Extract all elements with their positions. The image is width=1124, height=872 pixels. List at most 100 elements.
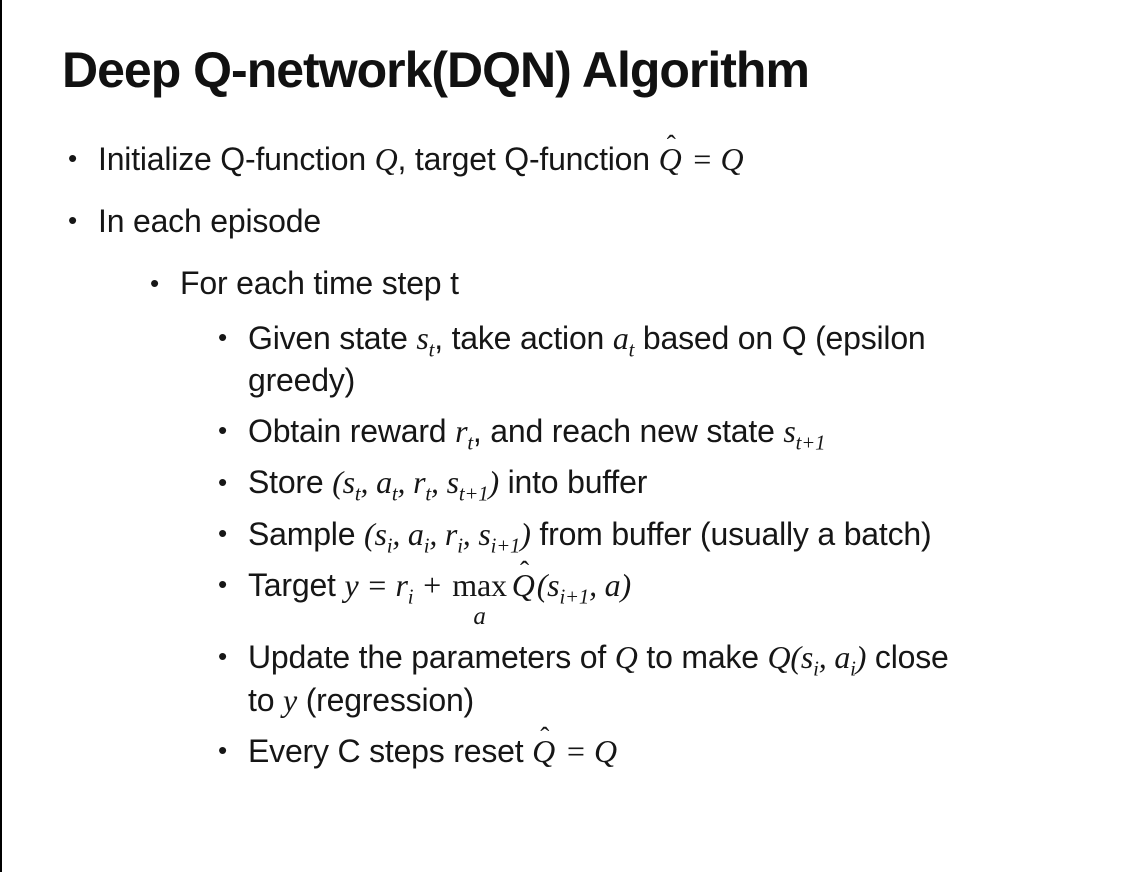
math-segment: , xyxy=(397,464,414,501)
math-segment: ) xyxy=(855,639,867,676)
math-subscript: t xyxy=(628,338,635,362)
math-subscript: i xyxy=(407,585,414,609)
hat-accent-icon: ˆ xyxy=(666,130,676,161)
math-segment: at xyxy=(612,319,635,362)
math-segment: , xyxy=(360,464,377,501)
bullet-icon: • xyxy=(218,321,227,352)
math-segment: = Q xyxy=(683,141,744,177)
text-segment: based on Q (epsilon xyxy=(634,319,926,356)
math-segment: , xyxy=(462,515,479,552)
text-segment: In each episode xyxy=(98,203,321,240)
text-segment: from buffer (usually a batch) xyxy=(530,515,932,552)
math-segment: ( xyxy=(364,515,375,552)
math-segment: , a) xyxy=(589,566,631,603)
page-edge-line xyxy=(0,0,2,872)
math-segment: ri xyxy=(395,566,414,609)
math-subscript: t+1 xyxy=(458,482,489,506)
list-item-text: Sample (si, ai, ri, si+1) from buffer (u… xyxy=(248,513,1100,558)
math-segment: + xyxy=(413,566,451,603)
hat-accent-icon: ˆ xyxy=(519,556,529,587)
math-subscript: i xyxy=(423,534,430,558)
bullet-list: •Initialize Q-function Q, target Q-funct… xyxy=(62,130,1100,772)
math-subscript: i xyxy=(850,657,856,681)
max-label: max xyxy=(452,566,507,603)
math-subscript: i xyxy=(457,534,463,558)
bullet-icon: • xyxy=(68,143,77,174)
text-segment: Sample xyxy=(248,515,364,552)
text-segment: Update the parameters of xyxy=(248,639,615,676)
math-subscript: t xyxy=(428,338,435,362)
text-segment: Store xyxy=(248,464,333,501)
math-segment: st+1 xyxy=(446,464,489,506)
text-segment: , take action xyxy=(434,319,613,356)
text-segment: , and reach new state xyxy=(472,413,784,450)
text-segment: close xyxy=(866,639,949,676)
math-subscript: t+1 xyxy=(795,431,826,455)
hat-accent-icon: ˆ xyxy=(540,722,550,752)
list-item: •Obtain reward rt, and reach new state s… xyxy=(218,410,1100,455)
math-segment: , xyxy=(429,515,445,552)
math-segment: at xyxy=(376,464,398,506)
text-segment: into buffer xyxy=(498,464,648,501)
math-segment: rt xyxy=(413,464,431,506)
list-item-text: Given state st, take action at based on … xyxy=(248,317,1100,401)
math-subscript: i+1 xyxy=(559,585,590,609)
math-segment: y xyxy=(282,681,297,718)
bullet-icon: • xyxy=(218,734,227,765)
math-segment: ri xyxy=(444,515,463,558)
text-segment: , target Q-function xyxy=(397,141,659,177)
math-subscript: i+1 xyxy=(490,534,521,558)
list-item-text: Update the parameters of Q to make Q(si,… xyxy=(248,636,1100,720)
math-segment: st xyxy=(342,464,361,506)
bullet-icon: • xyxy=(68,205,77,236)
text-segment: Given state xyxy=(248,319,417,356)
list-item-text: Store (st, at, rt, st+1) into buffer xyxy=(248,461,1100,506)
list-item-text: Initialize Q-function Q, target Q-functi… xyxy=(98,130,1100,180)
math-segment: , xyxy=(392,515,408,552)
text-segment: Obtain reward xyxy=(248,413,456,450)
math-segment: ) xyxy=(488,464,499,501)
bullet-icon: • xyxy=(218,641,227,672)
math-segment: ) xyxy=(520,515,531,552)
math-segment: ( xyxy=(332,464,343,501)
math-subscript: t xyxy=(391,482,398,506)
list-item: •Store (st, at, rt, st+1) into buffer xyxy=(218,461,1100,506)
math-segment: , xyxy=(430,464,447,501)
math-segment: st xyxy=(416,319,435,362)
list-item-text: For each time step t xyxy=(180,262,1100,304)
text-segment: to make xyxy=(637,639,768,676)
math-segment: = Q xyxy=(557,732,617,769)
math-segment: si+1 xyxy=(478,515,521,558)
page-title: Deep Q-network(DQN) Algorithm xyxy=(62,42,810,98)
slide-content: Deep Q-network(DQN) Algorithm • Initializ… xyxy=(62,42,1100,772)
math-segment: si xyxy=(800,639,819,681)
math-segment: si+1 xyxy=(547,566,590,609)
text-segment: Initialize Q-function xyxy=(98,141,375,177)
math-segment: si xyxy=(374,515,393,558)
math-subscript: t xyxy=(467,431,473,455)
math-segment: ai xyxy=(407,515,430,558)
text-segment: Every C steps reset xyxy=(248,732,533,769)
math-segment: st+1 xyxy=(783,413,826,455)
text-segment: greedy) xyxy=(248,361,356,398)
text-segment: Target xyxy=(248,566,345,603)
math-segment: Q xyxy=(374,141,398,177)
bullet-icon: • xyxy=(150,267,159,298)
list-item: • For each time step t xyxy=(150,262,1100,304)
list-item: • Given state st, take action at based on… xyxy=(218,317,1100,401)
math-segment: , xyxy=(818,639,835,676)
bullet-icon: • xyxy=(218,415,227,446)
math-subscript: t xyxy=(425,482,431,506)
math-segment: Q xyxy=(614,639,638,676)
math-subscript: i xyxy=(386,534,393,558)
list-item: • In each episode xyxy=(68,200,1100,242)
list-item: • Update the parameters of Q to make Q(si… xyxy=(218,636,1100,720)
